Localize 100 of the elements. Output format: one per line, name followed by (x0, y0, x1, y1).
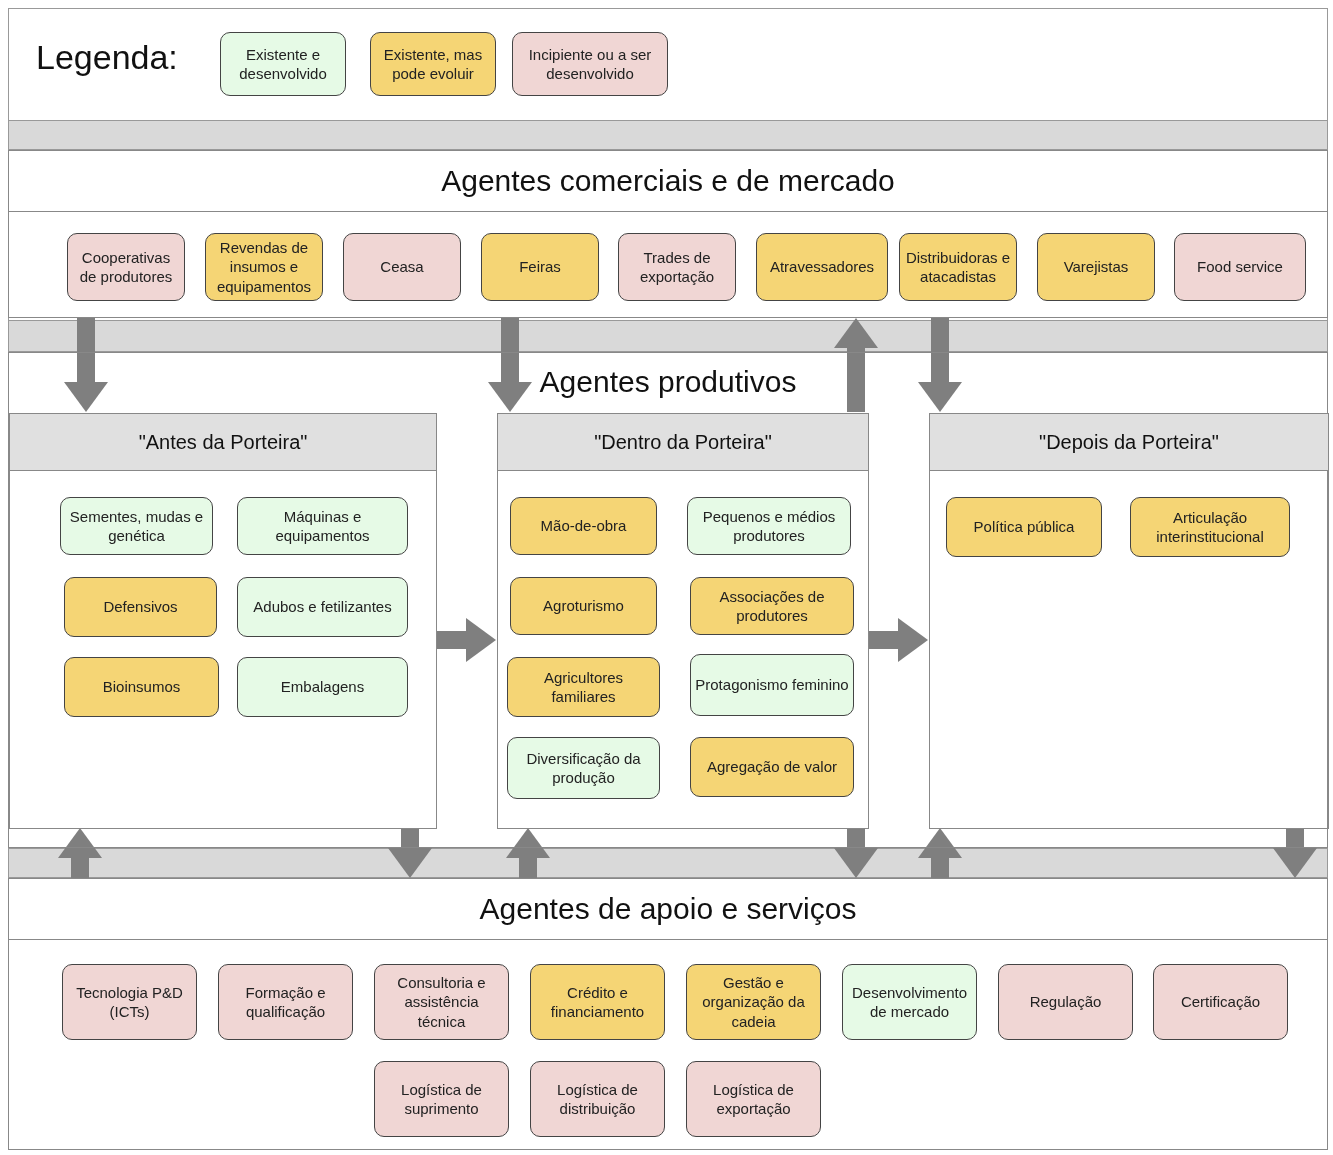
box-label: Atravessadores (769, 257, 875, 277)
box-label: Pequenos e médios produtores (701, 506, 837, 546)
box-label: Cooperativas de produtores (78, 247, 174, 287)
section-title: Agentes produtivos (538, 364, 798, 400)
block-arrow (868, 618, 928, 662)
category-box (67, 233, 185, 301)
section-panel (8, 150, 1328, 318)
category-box (60, 497, 213, 555)
category-box (205, 233, 323, 301)
box-label: Desenvolvimento de mercado (850, 982, 969, 1022)
category-box (237, 497, 408, 555)
block-arrow (1273, 828, 1317, 878)
category-box (1153, 964, 1288, 1040)
box-label: Food service (1197, 257, 1283, 277)
category-box (842, 964, 977, 1040)
box-label: Logística de exportação (712, 1079, 795, 1119)
box-label: Diversificação da produção (525, 748, 642, 788)
box-label: Articulação interinstitucional (1155, 507, 1265, 547)
category-box (690, 737, 854, 797)
column-panel (497, 413, 869, 829)
category-box (690, 654, 854, 716)
section-panel (8, 352, 1328, 848)
category-box (686, 964, 821, 1040)
box-label: Agregação de valor (706, 757, 838, 777)
box-label: Certificação (1180, 992, 1261, 1012)
box-label: Revendas de insumos e equipamentos (215, 237, 313, 297)
block-arrow (64, 318, 108, 412)
category-box (507, 657, 660, 717)
category-box (899, 233, 1017, 301)
category-box (510, 497, 657, 555)
category-box (686, 1061, 821, 1137)
box-label: Regulação (1029, 992, 1102, 1012)
category-box (530, 964, 665, 1040)
box-label: Embalagens (280, 677, 365, 697)
legend-text: Existente e desenvolvido (238, 44, 328, 84)
category-box (510, 577, 657, 635)
block-arrow (388, 828, 432, 878)
section-panel (8, 878, 1328, 1150)
block-arrow (506, 828, 550, 878)
block-arrow (918, 318, 962, 412)
box-label: Sementes, mudas e genética (68, 506, 205, 546)
box-label: Mão-de-obra (540, 516, 627, 536)
block-arrow (488, 318, 532, 412)
box-label: Consultoria e assistência técnica (396, 972, 487, 1032)
category-box (237, 577, 408, 637)
box-label: Agricultores familiares (542, 667, 625, 707)
block-arrow (918, 828, 962, 878)
category-box (687, 497, 851, 555)
category-box (1130, 497, 1290, 557)
box-label: Tecnologia P&D (ICTs) (75, 982, 184, 1022)
section-title: Agentes comerciais e de mercado (9, 151, 1327, 212)
box-label: Ceasa (380, 257, 424, 277)
block-arrow (58, 828, 102, 878)
category-box (64, 577, 217, 637)
legend-text: Existente, mas pode evoluir (382, 44, 484, 84)
category-box (690, 577, 854, 635)
block-arrow (834, 828, 878, 878)
box-label: Bioinsumos (102, 677, 181, 697)
category-box (374, 1061, 509, 1137)
box-label: Máquinas e equipamentos (274, 506, 371, 546)
column-panel (9, 413, 437, 829)
section-title: Agentes de apoio e serviços (9, 879, 1327, 940)
category-box (64, 657, 219, 717)
box-label: Formação e qualificação (244, 982, 327, 1022)
block-arrow (436, 618, 496, 662)
box-label: Adubos e fetilizantes (253, 597, 392, 617)
box-label: Protagonismo feminino (695, 675, 849, 695)
box-label: Defensivos (103, 597, 178, 617)
box-label: Logística de suprimento (400, 1079, 483, 1119)
column-header: "Antes da Porteira" (10, 414, 436, 471)
category-box (618, 233, 736, 301)
block-arrow (834, 318, 878, 412)
category-box (530, 1061, 665, 1137)
box-label: Varejistas (1063, 257, 1129, 277)
box-label: Associações de produtores (718, 586, 826, 626)
column-header: "Depois da Porteira" (930, 414, 1328, 471)
category-box (507, 737, 660, 799)
category-box (481, 233, 599, 301)
box-label: Distribuidoras e atacadistas (904, 247, 1012, 287)
category-box (218, 964, 353, 1040)
box-label: Crédito e financiamento (549, 982, 646, 1022)
column-panel (929, 413, 1329, 829)
category-box (237, 657, 408, 717)
category-box (374, 964, 509, 1040)
legend-title: Legenda: (36, 38, 179, 78)
box-label: Agroturismo (543, 596, 624, 616)
box-label: Feiras (519, 257, 561, 277)
box-label: Logística de distribuição (556, 1079, 639, 1119)
category-box (1037, 233, 1155, 301)
category-box (756, 233, 888, 301)
category-box (1174, 233, 1306, 301)
category-box (998, 964, 1133, 1040)
box-label: Trades de exportação (638, 247, 716, 287)
category-box (946, 497, 1102, 557)
column-header: "Dentro da Porteira" (498, 414, 868, 471)
category-box (343, 233, 461, 301)
box-label: Política pública (973, 517, 1075, 537)
category-box (62, 964, 197, 1040)
legend-text: Incipiente ou a ser desenvolvido (527, 44, 653, 84)
box-label: Gestão e organização da cadeia (701, 972, 806, 1032)
